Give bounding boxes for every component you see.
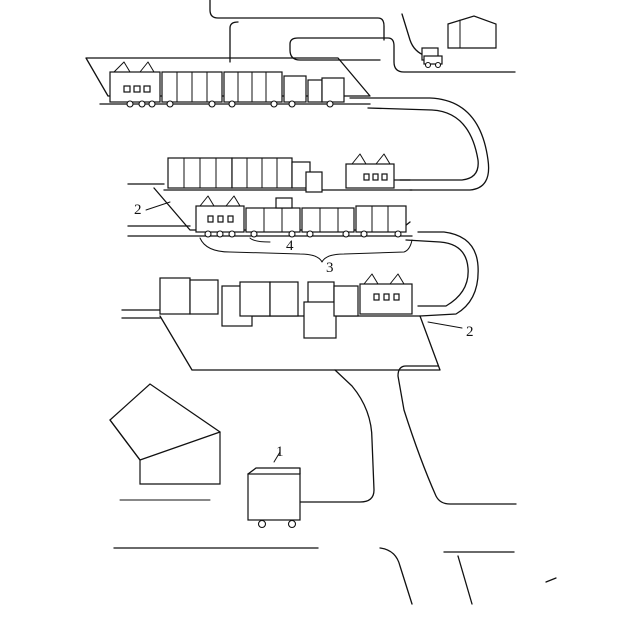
wagon — [302, 208, 354, 237]
label-wagon: 4 — [286, 238, 294, 254]
locomotive — [346, 154, 394, 188]
leader-platform-lower — [428, 322, 462, 328]
lower-containers — [160, 274, 412, 338]
locomotive — [360, 274, 412, 314]
middle-train-upper — [168, 154, 394, 192]
wagon — [246, 198, 300, 237]
container-wagon — [224, 72, 282, 107]
label-platform-upper: 2 — [134, 202, 142, 218]
container-wagon — [284, 76, 344, 107]
house-small — [448, 16, 496, 48]
delivery-truck — [248, 452, 300, 528]
label-truck: 1 — [276, 444, 284, 460]
middle-train-lower — [196, 196, 406, 237]
label-platform-lower: 2 — [466, 324, 474, 340]
leader-platform-upper — [146, 202, 170, 210]
small-truck — [422, 48, 442, 68]
train-brace — [200, 238, 412, 262]
locomotive — [110, 62, 160, 107]
warehouse — [110, 384, 220, 484]
upper-train — [100, 62, 370, 107]
lower-platform — [160, 316, 440, 370]
container-wagon — [162, 72, 222, 107]
wagon — [356, 206, 406, 237]
locomotive — [196, 196, 244, 237]
label-train: 3 — [326, 260, 334, 276]
